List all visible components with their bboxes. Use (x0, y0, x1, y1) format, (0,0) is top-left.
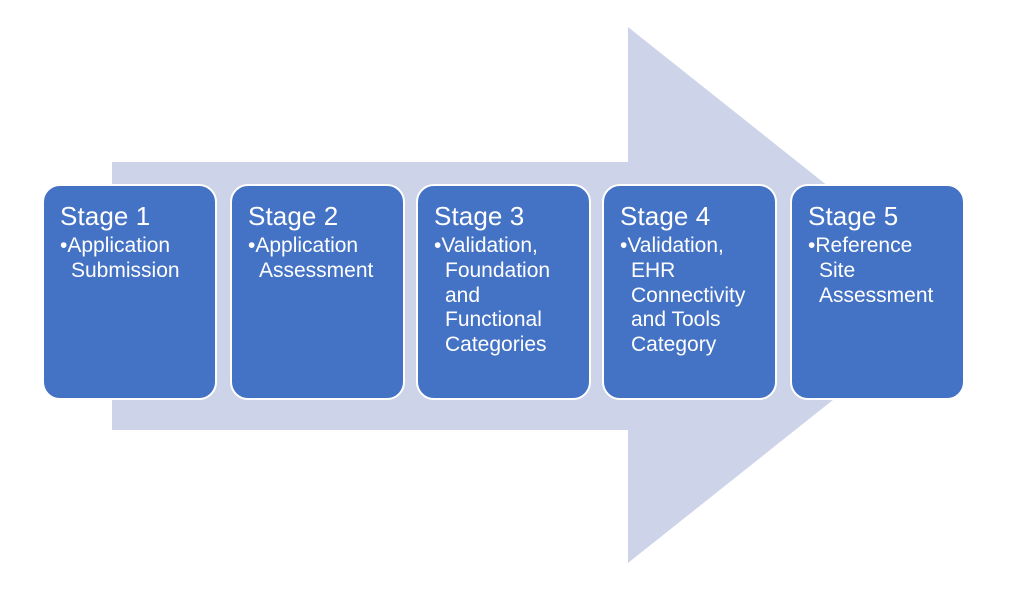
stage-card-1[interactable]: Stage 1 •Application Submission (42, 184, 217, 400)
stage-bullet-item: •Application Submission (60, 234, 205, 284)
stage-card-3[interactable]: Stage 3 •Validation, Foundation and Func… (416, 184, 591, 400)
stage-bullet-list: •Validation, Foundation and Functional C… (434, 234, 579, 358)
stage-title: Stage 1 (60, 201, 151, 231)
stage-bullet-item: •Application Assessment (248, 234, 393, 284)
bullet-icon: • (434, 234, 442, 258)
stage-title: Stage 5 (808, 201, 899, 231)
bullet-icon: • (620, 234, 628, 258)
bullet-icon: • (808, 234, 816, 258)
bullet-icon: • (60, 234, 68, 258)
stage-bullet-list: •Reference Site Assessment (808, 234, 953, 308)
bullet-icon: • (248, 234, 256, 258)
stage-bullet-text: Reference Site Assessment (815, 234, 934, 307)
stage-bullet-item: •Validation, Foundation and Functional C… (434, 234, 579, 358)
stage-title: Stage 4 (620, 201, 711, 231)
stage-card-5[interactable]: Stage 5 •Reference Site Assessment (790, 184, 965, 400)
stage-bullet-item: •Validation, EHR Connectivity and Tools … (620, 234, 765, 358)
stage-bullet-list: •Application Assessment (248, 234, 393, 284)
stage-bullet-text: Validation, Foundation and Functional Ca… (441, 234, 551, 357)
stage-bullet-list: •Validation, EHR Connectivity and Tools … (620, 234, 765, 358)
stage-bullet-text: Application Submission (67, 234, 180, 282)
stage-bullet-list: •Application Submission (60, 234, 205, 284)
stage-card-4[interactable]: Stage 4 •Validation, EHR Connectivity an… (602, 184, 777, 400)
stage-title: Stage 3 (434, 201, 525, 231)
stage-bullet-text: Application Assessment (255, 234, 374, 282)
stage-card-2[interactable]: Stage 2 •Application Assessment (230, 184, 405, 400)
stage-bullet-text: Validation, EHR Connectivity and Tools C… (627, 234, 746, 357)
stage-title: Stage 2 (248, 201, 339, 231)
stage-bullet-item: •Reference Site Assessment (808, 234, 953, 308)
